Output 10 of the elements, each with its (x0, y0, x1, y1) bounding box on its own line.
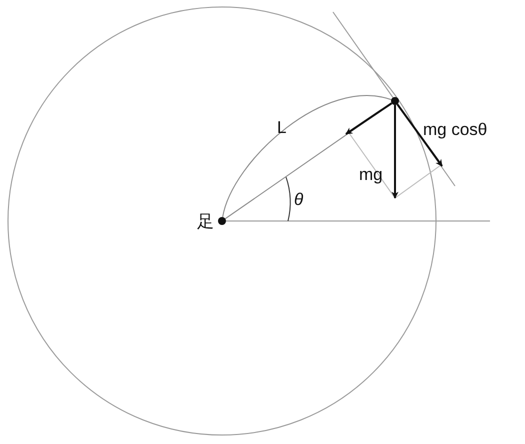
point-label: 足 (197, 213, 214, 230)
force-arrow (345, 102, 392, 135)
angle-label: θ (294, 191, 304, 208)
point-dot (391, 97, 399, 105)
force-arrow (396, 104, 443, 167)
point-dot (218, 217, 226, 225)
edge-label: mg (359, 166, 383, 183)
force-arrow (392, 105, 398, 199)
edge-label: mg cosθ (423, 121, 488, 138)
edge-label: L (277, 119, 286, 136)
